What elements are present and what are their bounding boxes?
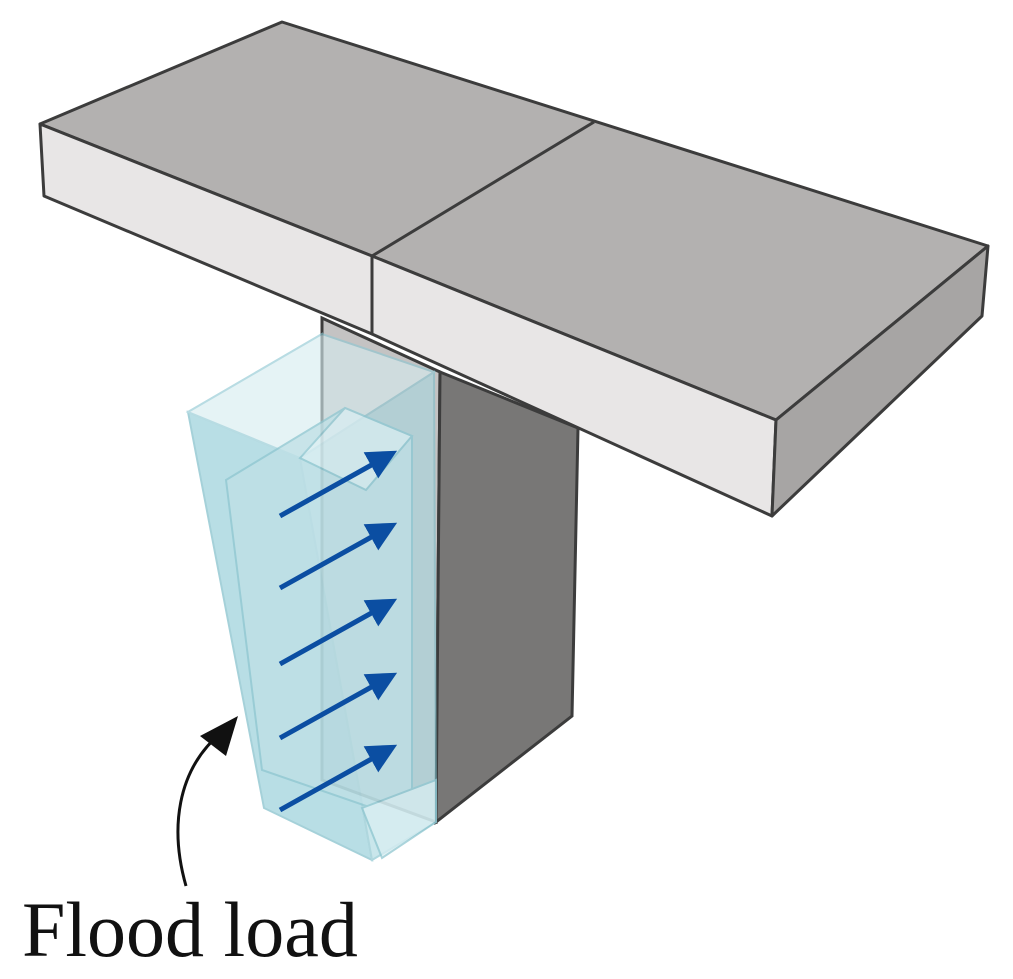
flood-load-arrows (278, 450, 398, 813)
bridge-deck (38, 20, 990, 518)
pier-side-face (434, 369, 580, 826)
curved-pointer-arrow (176, 730, 223, 887)
load-distribution-plate (224, 406, 437, 860)
load-arrow (278, 672, 398, 741)
deck-joint-top (371, 120, 595, 258)
load-arrow (278, 522, 398, 591)
deck-end-face (770, 244, 990, 518)
load-arrow (278, 450, 398, 519)
label-pointer (176, 716, 238, 887)
pointer-arrowhead-icon (200, 716, 238, 756)
load-arrow (278, 744, 398, 813)
load-arrow (278, 598, 398, 667)
flood-load-label: Flood load (22, 886, 358, 973)
